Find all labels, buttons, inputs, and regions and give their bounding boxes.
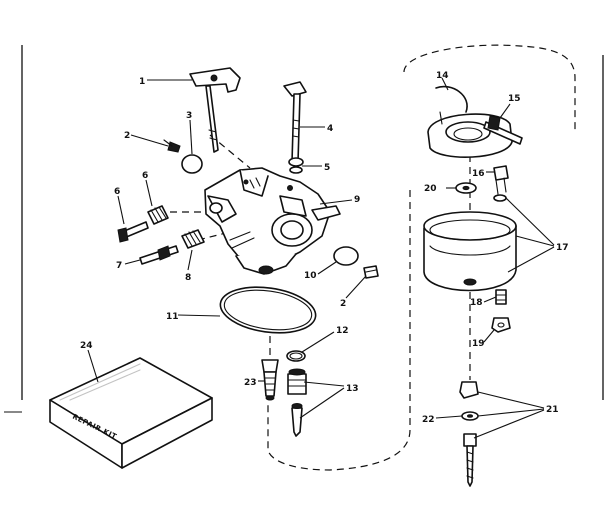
callout-19: 19 (472, 339, 485, 349)
bowl-nut (491, 317, 511, 333)
callout-16: 16 (472, 169, 485, 179)
callout-10: 10 (304, 271, 317, 281)
callout-18: 18 (470, 298, 483, 308)
main-nozzle (261, 359, 279, 401)
group-outline-lower (267, 190, 411, 471)
float-washer (455, 182, 477, 194)
callout-6: 6 (114, 187, 120, 197)
bowl-retaining-nut (459, 381, 479, 399)
choke-plate-screw (363, 265, 379, 279)
float-bowl-group-outline (403, 44, 576, 130)
callout-24: 24 (80, 341, 93, 351)
throttle-shaft-alignment (209, 134, 251, 169)
callout-15: 15 (508, 94, 521, 104)
repair-kit-box: REPAIR KIT (49, 357, 213, 469)
float-hinge-pin (483, 115, 523, 145)
idle-speed-spring (147, 205, 169, 225)
callout-5: 5 (324, 163, 330, 173)
callout-17: 17 (556, 243, 569, 253)
choke-plate (333, 246, 359, 266)
inlet-o-ring (286, 350, 306, 362)
inlet-needle-and-seat (287, 368, 307, 437)
mixture-spring (181, 229, 205, 249)
bowl-retaining-washer (461, 411, 479, 421)
callout-13: 13 (346, 384, 359, 394)
callout-8: 8 (185, 273, 191, 283)
callout-23: 23 (244, 378, 257, 388)
callout-12: 12 (336, 326, 349, 336)
callout-14: 14 (436, 71, 449, 81)
callout-1: 1 (139, 77, 145, 87)
carburetor-body (204, 167, 341, 275)
callout-2: 2 (124, 131, 130, 141)
bowl-drain-screw (493, 165, 509, 202)
idle-speed-screw (117, 221, 149, 243)
float-bowl (423, 211, 517, 292)
callout-11: 11 (166, 312, 179, 322)
bowl-screw (495, 289, 507, 305)
callout-7: 7 (116, 261, 122, 271)
callout-numbers: 1 2 3 4 5 6 6 7 8 9 10 2 11 12 13 14 15 … (80, 71, 569, 425)
callout-4: 4 (327, 124, 333, 134)
callout-9: 9 (354, 195, 360, 205)
bowl-retaining-screw (463, 433, 477, 487)
mixture-adjust-screw (139, 245, 179, 265)
callout-6: 6 (142, 171, 148, 181)
callout-20: 20 (424, 184, 437, 194)
throttle-plate (181, 154, 203, 174)
choke-shaft (283, 81, 307, 163)
bowl-gasket (219, 286, 317, 334)
leader-lines (87, 77, 555, 439)
callout-2: 2 (340, 299, 346, 309)
choke-shaft-seal (288, 157, 304, 174)
throttle-plate-screw (163, 139, 181, 153)
throttle-lever (189, 67, 241, 153)
callout-21: 21 (546, 405, 559, 415)
callout-3: 3 (186, 111, 192, 121)
callout-22: 22 (422, 415, 435, 425)
